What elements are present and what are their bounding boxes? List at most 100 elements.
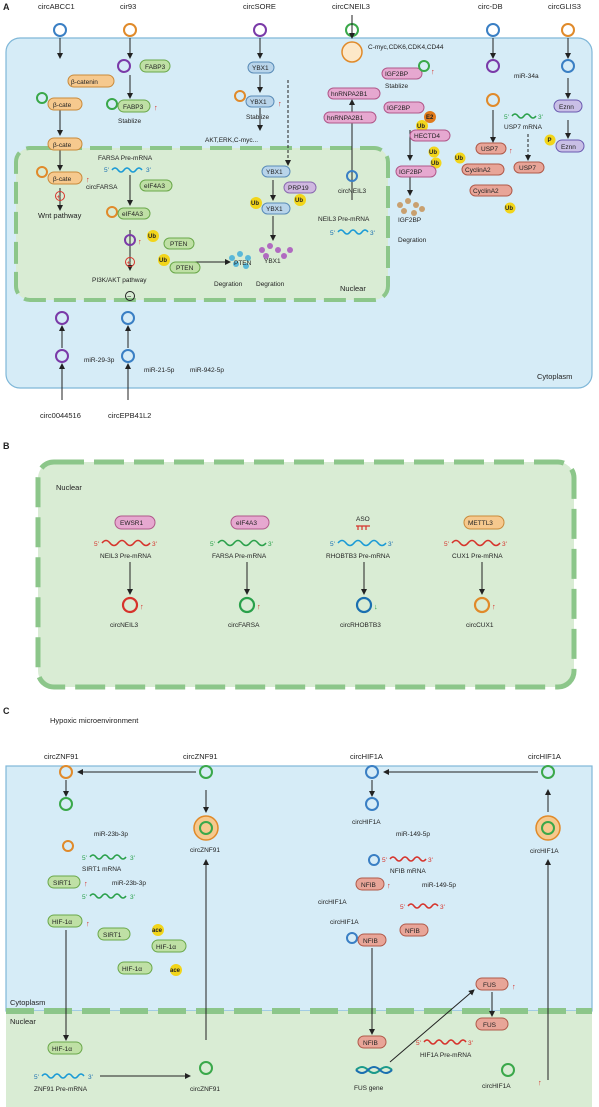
five-prime: 5' xyxy=(82,894,87,901)
hypoxic-label: Hypoxic microenvironment xyxy=(50,716,139,725)
circFARSA-label-b: circFARSA xyxy=(228,622,260,629)
prp19-text: PRP19 xyxy=(288,185,309,192)
beta-cate-text-2: β-cate xyxy=(53,142,72,149)
fus-box-1 xyxy=(475,977,509,991)
circFARSA-b-icon xyxy=(238,596,256,614)
farsa-pre-label: FARSA Pre-mRNA xyxy=(98,155,153,162)
nfib-box-2 xyxy=(399,923,429,937)
circZNF91-label-4: circZNF91 xyxy=(190,1086,220,1093)
ub-icon xyxy=(454,152,466,164)
cyclina2-box-1 xyxy=(461,163,505,176)
ub-icon xyxy=(430,157,442,169)
igf2bp-box-2 xyxy=(383,101,425,114)
circCNEIL3-complex-icon xyxy=(341,41,363,63)
circZNF91-label-2: circZNF91 xyxy=(183,752,218,761)
three-prime: 3' xyxy=(268,541,273,548)
nfib-mrna-label: NFIB mRNA xyxy=(390,868,426,875)
circZNF91-icon xyxy=(59,765,73,779)
mir149-label-2: miR-149-5p xyxy=(422,882,456,889)
igf2bp-box-1 xyxy=(381,67,423,80)
ub-text: Ub xyxy=(148,234,156,240)
eif4a3-box-1 xyxy=(139,179,173,192)
circRHOBTB3-label: circRHOBTB3 xyxy=(340,622,381,629)
ybx1-box-4 xyxy=(261,202,291,215)
nfib-box-3 xyxy=(357,933,387,947)
hif1a-box-2 xyxy=(151,939,187,953)
ub-icon xyxy=(250,197,262,209)
neil3-pre-label-b: NEIL3 Pre-mRNA xyxy=(100,553,152,560)
circHIF1A-label-1: circHIF1A xyxy=(350,752,383,761)
ub-text: Ub xyxy=(429,150,437,156)
hif1a-pre-wave xyxy=(423,1039,467,1045)
circDB-icon-2 xyxy=(486,93,500,107)
beta-cate-box-3 xyxy=(47,171,83,185)
ybx1-text-2: YBX1 xyxy=(250,99,267,106)
circRHOBTB3-icon xyxy=(355,596,373,614)
stablize-label-3: Stablize xyxy=(385,83,409,90)
three-prime: 3' xyxy=(152,541,157,548)
activation-icon xyxy=(55,191,65,201)
up-arrow-icon: ↑ xyxy=(387,881,391,890)
znf91-pre-wave xyxy=(41,1073,85,1079)
circ0044516-icon-2 xyxy=(55,349,69,363)
eznn-text-2: Eznn xyxy=(561,144,576,151)
ybx1-degraded-dots xyxy=(259,243,293,259)
ub-icon xyxy=(294,194,306,206)
degration-label-ybx1: Degration xyxy=(256,281,285,288)
panel-c: C Hypoxic microenvironment Cytoplasm Nuc… xyxy=(3,706,593,1107)
fabp3-text-1: FABP3 xyxy=(145,64,166,71)
circFARSA-icon xyxy=(106,206,118,218)
circHIF1A-icon-7 xyxy=(501,1063,515,1077)
ub-text: Ub xyxy=(159,258,167,264)
e2-icon xyxy=(424,111,436,123)
farsa-pre-wave xyxy=(217,539,267,547)
ewsr1-box xyxy=(114,515,156,530)
nuclear-label-a: Nuclear xyxy=(340,284,366,293)
circZNF91-icon-6 xyxy=(199,1061,213,1075)
nfib-mrna-wave xyxy=(389,856,427,862)
beta-catenin-box xyxy=(67,74,115,88)
mettl3-text: METTL3 xyxy=(468,520,493,527)
dna-icon-2 xyxy=(355,1066,393,1074)
znf91-pre-label: ZNF91 Pre-mRNA xyxy=(34,1086,88,1093)
hectd4-text: HECTD4 xyxy=(414,133,440,140)
three-prime: 3' xyxy=(538,114,543,121)
panel-a-label: A xyxy=(3,2,10,12)
fus-text-1: FUS xyxy=(483,982,497,989)
five-prime: 5' xyxy=(330,230,335,237)
circHIF1A-label-2: circHIF1A xyxy=(528,752,561,761)
hif1a-text-3: HIF-1α xyxy=(122,966,142,973)
cyclina2-text-2: CyclinA2 xyxy=(473,188,499,195)
ub-text: Ub xyxy=(431,161,439,167)
pten-box-2 xyxy=(169,261,201,274)
degration-label-pten: Degration xyxy=(214,281,243,288)
beta-cate-box-1 xyxy=(47,97,83,111)
circNEIL3-b-icon xyxy=(121,596,139,614)
eif4a3-text-2: eIF4A3 xyxy=(122,211,143,218)
up-arrow-icon: ↑ xyxy=(278,99,282,108)
up-arrow-icon: ↑ xyxy=(86,175,90,184)
neil3-pre-label-a: NEIL3 Pre-mRNA xyxy=(318,216,370,223)
stablize-label-2: Stablize xyxy=(246,114,270,121)
circZNF91-label-1: circZNF91 xyxy=(44,752,79,761)
circHIF1A-label-6: circHIF1A xyxy=(330,919,359,926)
cyclina2-text-1: CyclinA2 xyxy=(465,167,491,174)
usp7-box-2 xyxy=(513,161,545,174)
sirt1-mrna-wave xyxy=(89,854,127,860)
sirt1-text-1: SIRT1 xyxy=(53,880,72,887)
three-prime: 3' xyxy=(428,857,433,864)
five-prime: 5' xyxy=(444,541,449,548)
beta-cate-box-2 xyxy=(47,137,83,151)
up-arrow-icon: ↑ xyxy=(86,919,90,928)
eznn-box-1 xyxy=(553,99,583,113)
circZNF91-label-3: circZNF91 xyxy=(190,847,220,854)
eznn-box-2 xyxy=(555,139,585,153)
circABCC1-label: circABCC1 xyxy=(38,2,75,11)
eif4a3-b-box xyxy=(230,515,270,530)
panel-a: A Nuclear Cytoplasm circABCC1 cir93 circ… xyxy=(3,2,593,420)
ybx1-box-3 xyxy=(261,165,291,178)
fus-box-2 xyxy=(475,1017,509,1031)
cux1-pre-label: CUX1 Pre-mRNA xyxy=(452,553,503,560)
mir34a-label: miR-34a xyxy=(514,73,539,80)
